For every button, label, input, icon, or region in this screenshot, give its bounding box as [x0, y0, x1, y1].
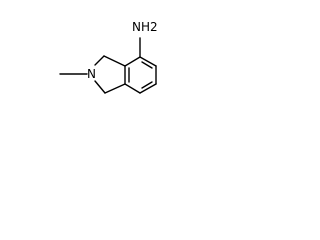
- bond-group: [59, 37, 157, 94]
- double-bond-c6-c7: [141, 81, 153, 89]
- bond-c3a-c4: [124, 56, 141, 67]
- ring-nitrogen-label: N: [87, 67, 96, 81]
- bond-c6-c7: [139, 83, 157, 94]
- bond-c3a-c3: [103, 55, 126, 67]
- molecule-structure: NH2 N: [59, 20, 158, 94]
- bond-c7-c7a: [124, 83, 141, 94]
- bond-c4-c5: [139, 56, 157, 67]
- bond-n2-c1: [94, 80, 106, 94]
- double-bond-c4-c5: [141, 61, 153, 69]
- bond-c1-c7a: [104, 83, 126, 94]
- bond-c3-n2: [94, 55, 105, 66]
- amine-label: NH2: [132, 20, 158, 34]
- structure-canvas: NH2 N: [0, 0, 178, 133]
